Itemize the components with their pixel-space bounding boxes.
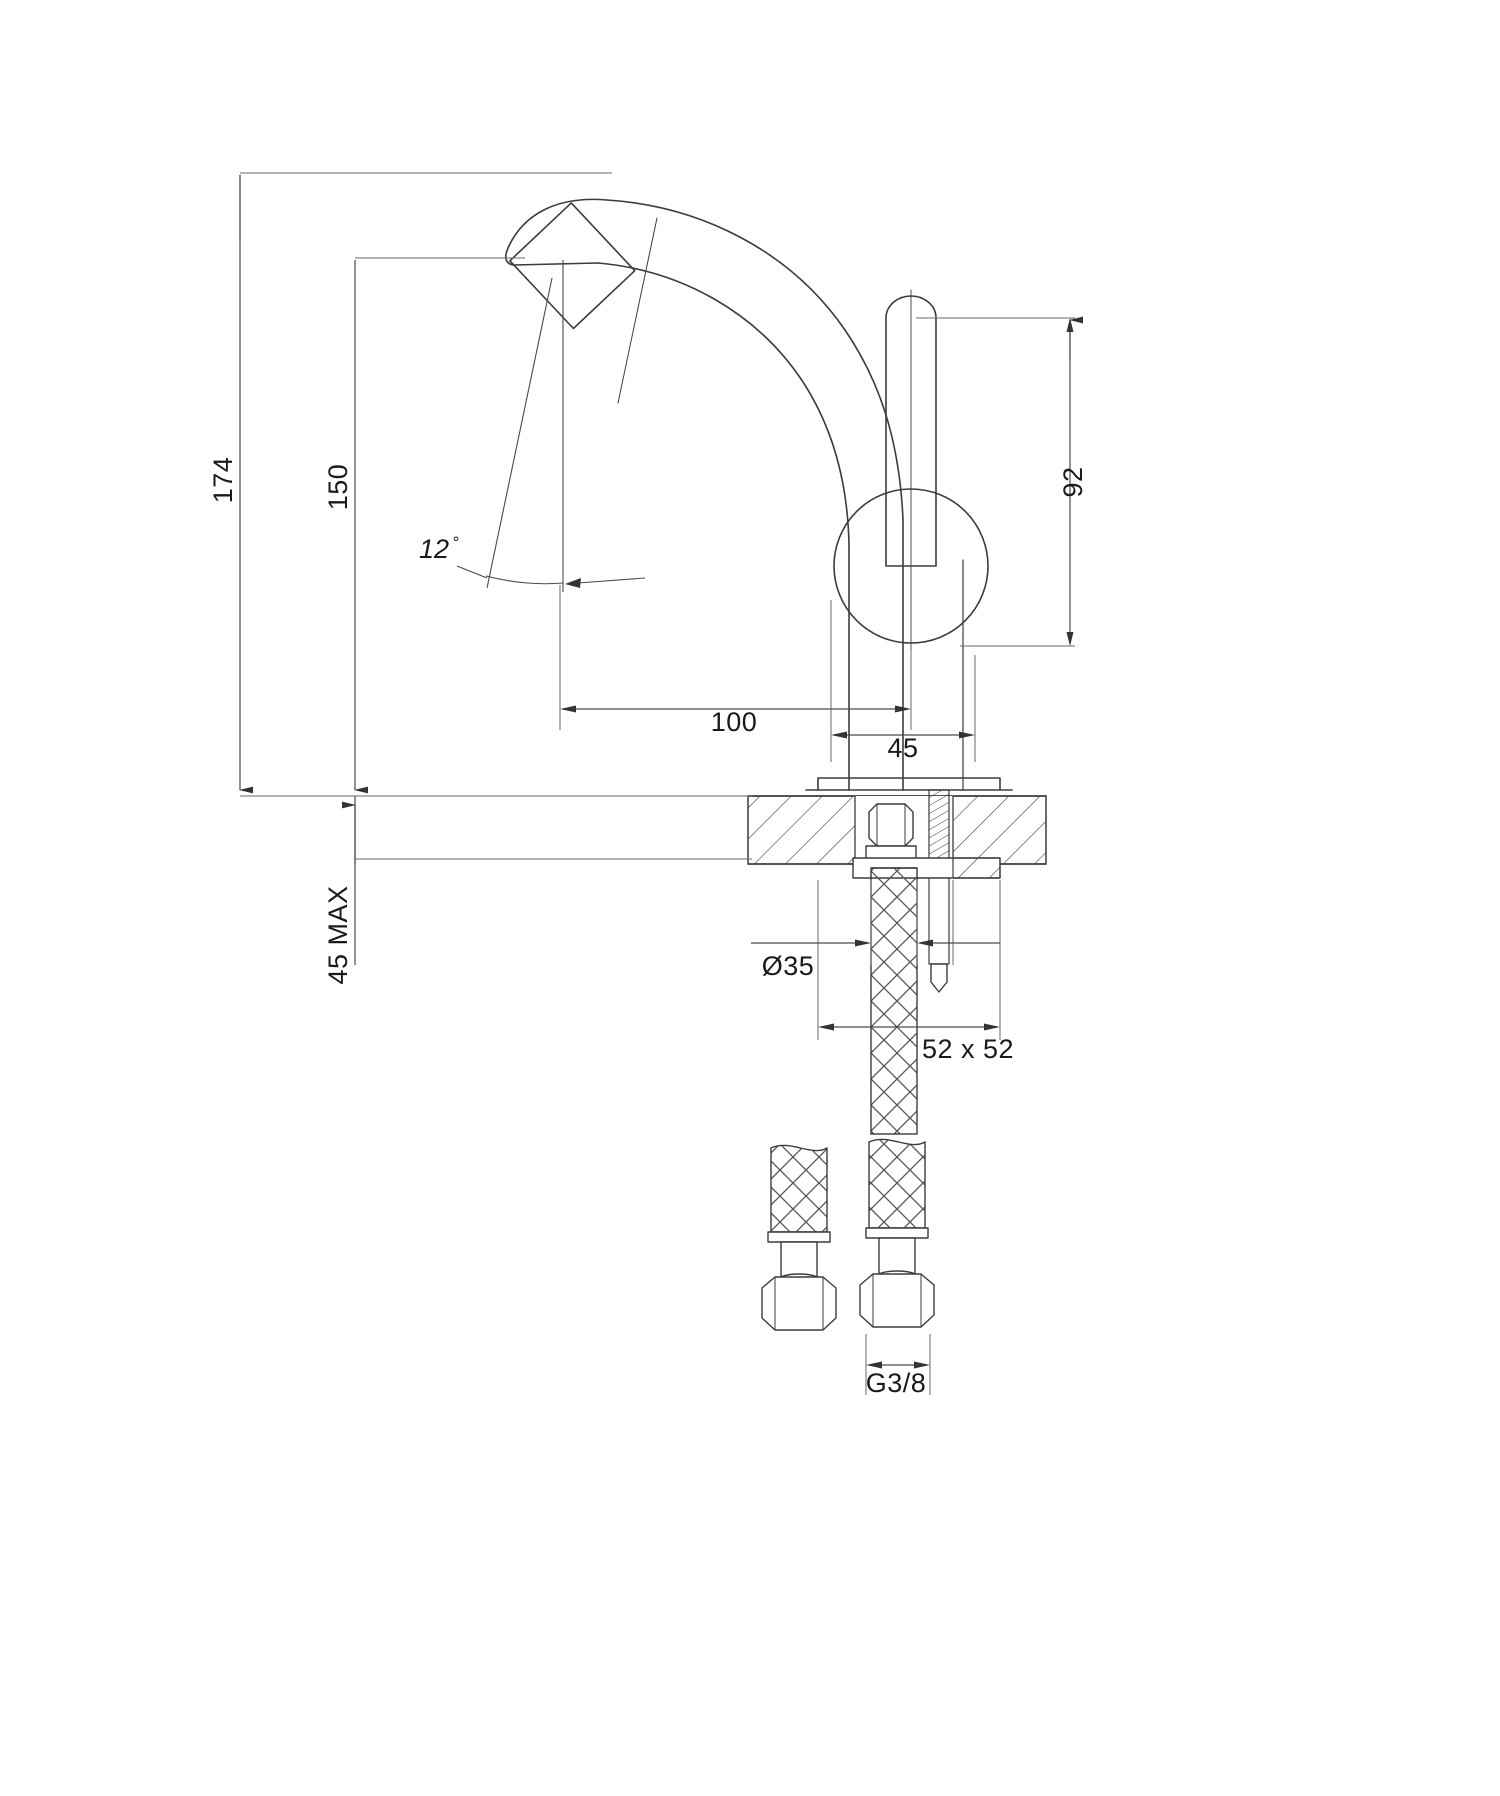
aerator-housing — [509, 202, 636, 330]
angle-tilted-ref — [486, 277, 553, 589]
spout-outer-curve — [606, 199, 904, 521]
supply-hose-main — [870, 867, 918, 1135]
stud-tip — [930, 963, 948, 993]
hose-braid-upper — [870, 867, 918, 1135]
mounting-hardware — [852, 789, 1001, 993]
label-handle-height: 92 — [1058, 466, 1088, 497]
spout-axis-line — [617, 217, 658, 404]
angle-arc — [485, 575, 564, 585]
faucet-outline — [504, 198, 1013, 791]
angle-leader-arrowhead — [565, 578, 581, 588]
spout-tip-cap — [504, 198, 608, 266]
extension-lines — [240, 172, 1075, 1395]
label-spout-reach: 100 — [711, 707, 758, 737]
hex-nut — [868, 803, 914, 847]
label-thread: G3/8 — [866, 1368, 927, 1398]
stud-shaft — [928, 867, 950, 965]
label-overall-height: 174 — [208, 457, 238, 504]
clamp-bracket-hatched — [952, 857, 1001, 879]
label-angle-symbol: ° — [452, 533, 459, 552]
left-hose-braid — [770, 1144, 828, 1233]
dimension-lines — [239, 175, 1083, 1369]
left-hose-ferrule — [767, 1231, 831, 1243]
label-handle-offset: 45 — [887, 733, 918, 763]
base-plate — [817, 777, 1001, 791]
label-angle-value: 12 — [419, 534, 449, 564]
label-hole-diameter: Ø35 — [762, 951, 815, 981]
hose-tails — [761, 1138, 935, 1331]
angle-text-tick — [456, 565, 488, 579]
right-hose-ferrule — [865, 1227, 929, 1239]
handle-pivot-circle — [833, 488, 989, 644]
hose-tail-right — [859, 1138, 935, 1328]
hose-tail-left — [761, 1144, 837, 1331]
left-hose-hex-nut — [761, 1276, 837, 1331]
dimension-labels: 174 150 45 MAX 92 100 45 Ø35 52 x 52 G3/… — [208, 457, 1088, 1398]
label-footprint: 52 x 52 — [922, 1034, 1014, 1064]
angle-construction — [456, 260, 646, 592]
angle-leader — [577, 577, 646, 584]
threaded-stud — [928, 789, 950, 869]
spout-inner-curve — [597, 262, 850, 546]
label-spout-height: 150 — [323, 464, 353, 511]
right-hose-braid — [868, 1138, 926, 1229]
label-max-thickness: 45 MAX — [323, 885, 353, 984]
right-hose-hex-nut — [859, 1273, 935, 1328]
